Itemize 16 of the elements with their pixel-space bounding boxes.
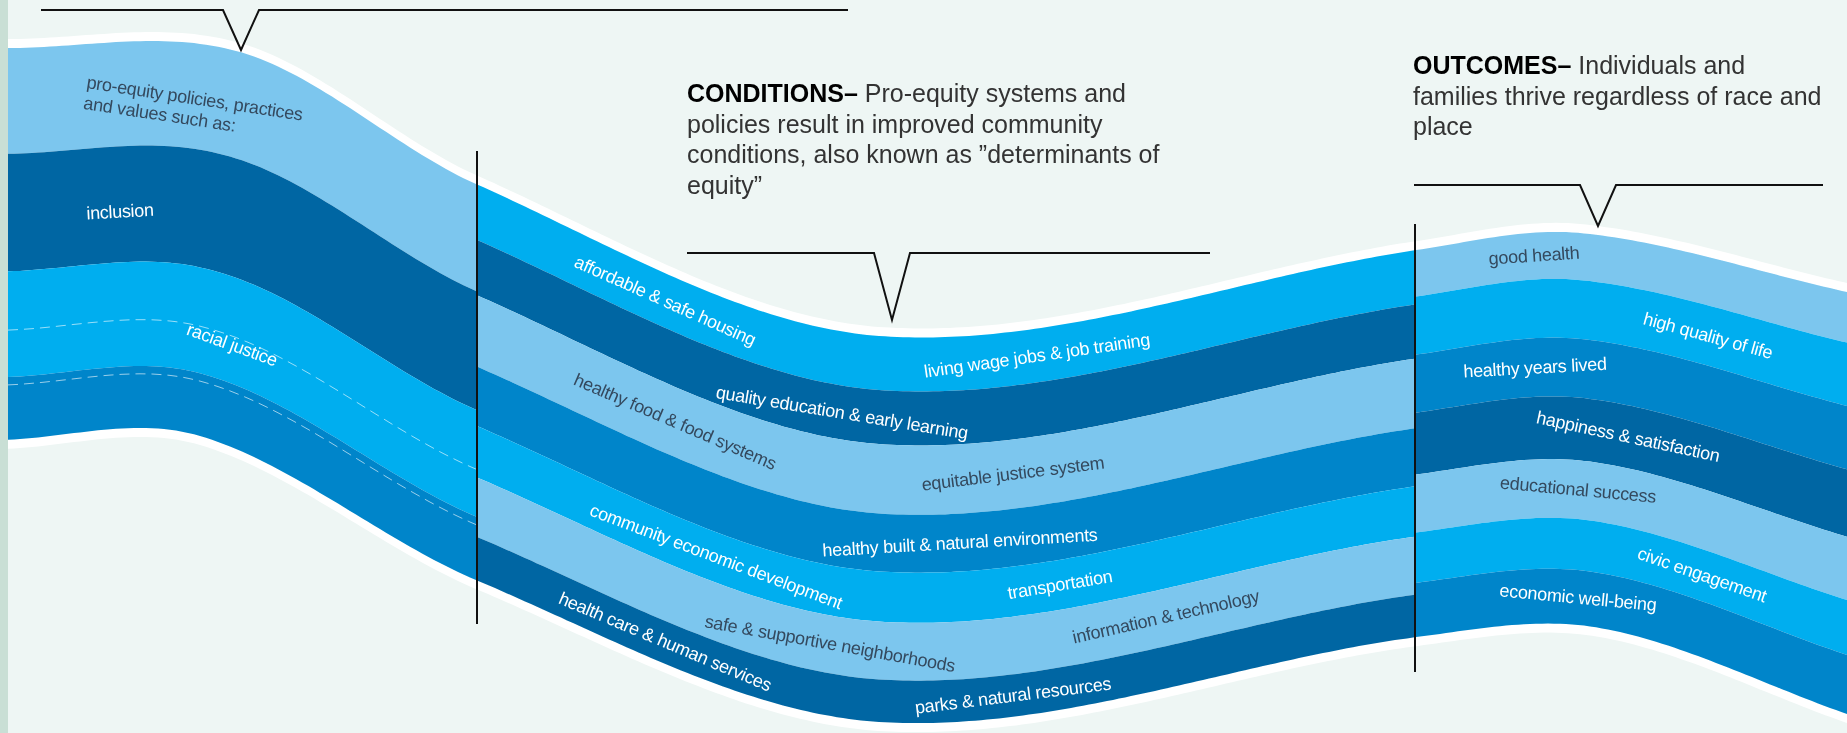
band-label: economic well-being: [1498, 579, 1658, 616]
band-label: pro-equity policies, practices and values such as:: [82, 72, 306, 138]
band-label: transportation: [1006, 565, 1114, 604]
band-label: parks & natural resources: [913, 673, 1113, 719]
band-label: high quality of life: [1641, 308, 1775, 364]
band-label: racial justice: [183, 319, 281, 371]
section-heading: OUTCOMES– Individuals and families thrive regardless of race and place: [1413, 50, 1823, 142]
band-label: healthy years lived: [1462, 353, 1608, 382]
band-label: living wage jobs & job training: [922, 329, 1152, 382]
band-label: happiness & satisfaction: [1534, 407, 1722, 467]
band-label: educational success: [1499, 472, 1657, 508]
section-heading: CONDITIONS– Pro-equity systems and policies result in improved community conditions, also known as ”determinants of equity”: [687, 78, 1161, 200]
band-label: inclusion: [85, 199, 155, 225]
band-label: good health: [1488, 242, 1580, 270]
band-label: equitable justice system: [920, 452, 1106, 496]
band-label: healthy built & natural environments: [821, 524, 1099, 561]
